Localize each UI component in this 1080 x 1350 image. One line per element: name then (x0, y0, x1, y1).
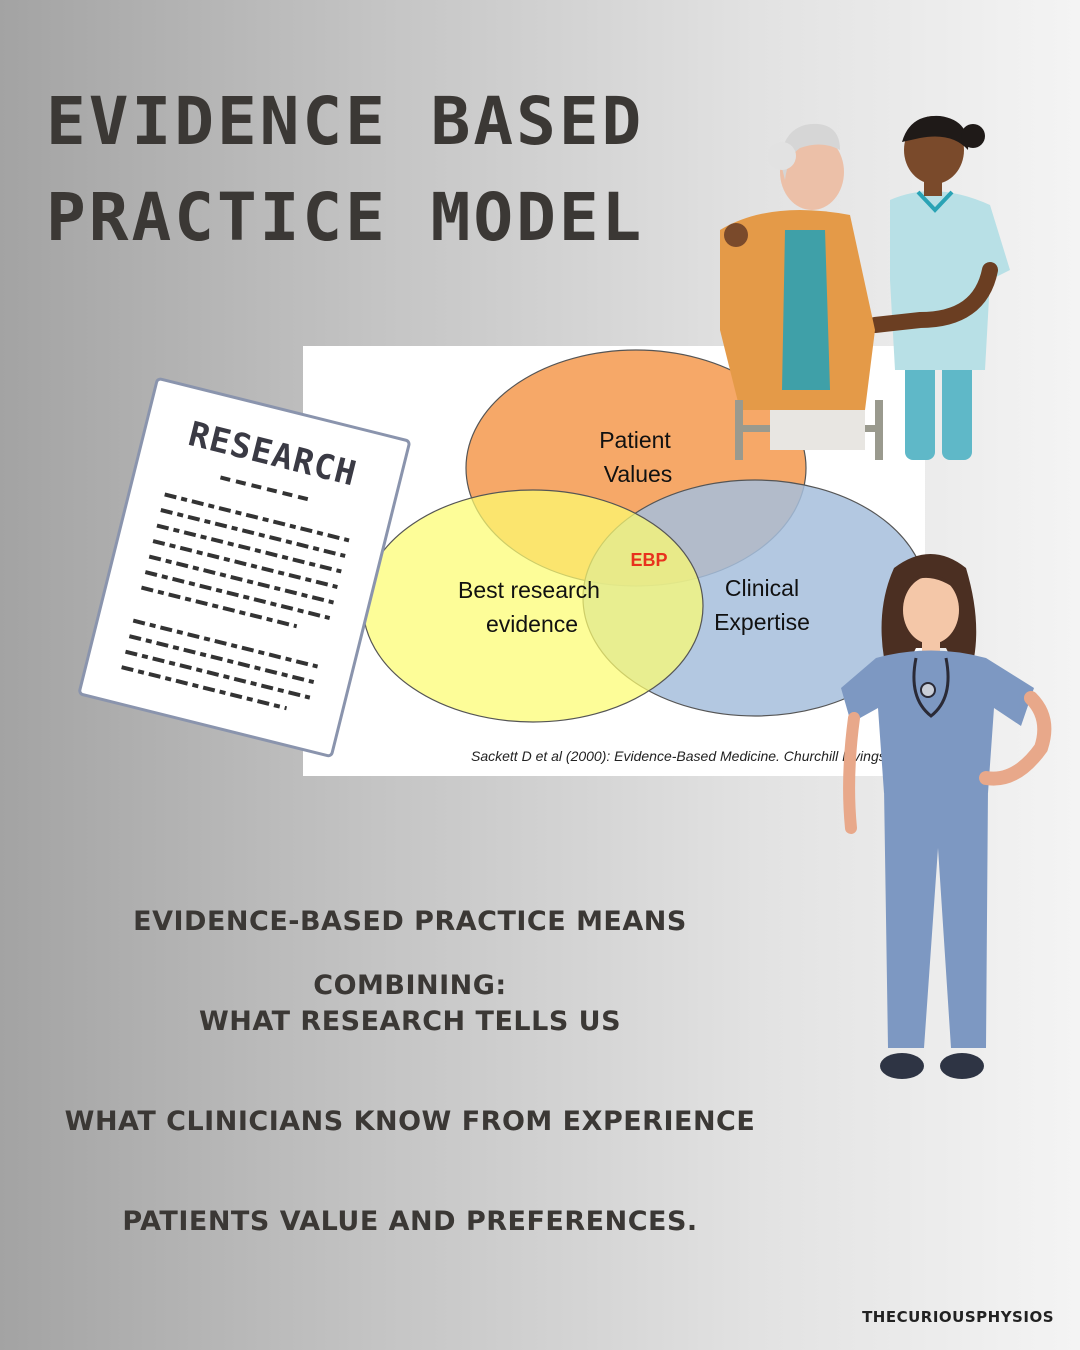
footer-handle: THECURIOUSPHYSIOS (862, 1308, 1054, 1326)
elderly-patient-figure (720, 123, 883, 460)
item-research: What research tells us (198, 1006, 622, 1037)
label-ebp-center: EBP (630, 550, 667, 570)
title-line-2: Practice Model (46, 179, 645, 256)
label-patient-values-1: Patient (599, 427, 671, 453)
label-clinical-expertise-1: Clinical (725, 575, 799, 601)
intro-line: Evidence-based practice means combining: (133, 906, 687, 1001)
item-clinicians: What clinicians know from experience (64, 1106, 756, 1137)
research-paper-illustration: RESEARCH (78, 377, 411, 758)
title-line-1: Evidence Based (46, 83, 645, 160)
label-best-research-1: Best research (458, 577, 600, 603)
patient-and-nurse-illustration (720, 115, 1010, 460)
label-patient-values-2: Values (604, 461, 673, 487)
page-title: Evidence Based Practice Model (46, 74, 686, 266)
label-best-research-2: evidence (486, 611, 578, 637)
label-clinical-expertise-2: Expertise (714, 609, 810, 635)
nurse-figure (867, 115, 1010, 460)
body-text: Evidence-based practice means combining:… (40, 890, 780, 1290)
venn-diagram: Patient Values Best research evidence Cl… (362, 349, 925, 723)
doctor-illustration (841, 554, 1052, 1079)
citation: Sackett D et al (2000): Evidence-Based M… (470, 748, 913, 764)
item-patients: Patients value and preferences. (122, 1206, 698, 1237)
